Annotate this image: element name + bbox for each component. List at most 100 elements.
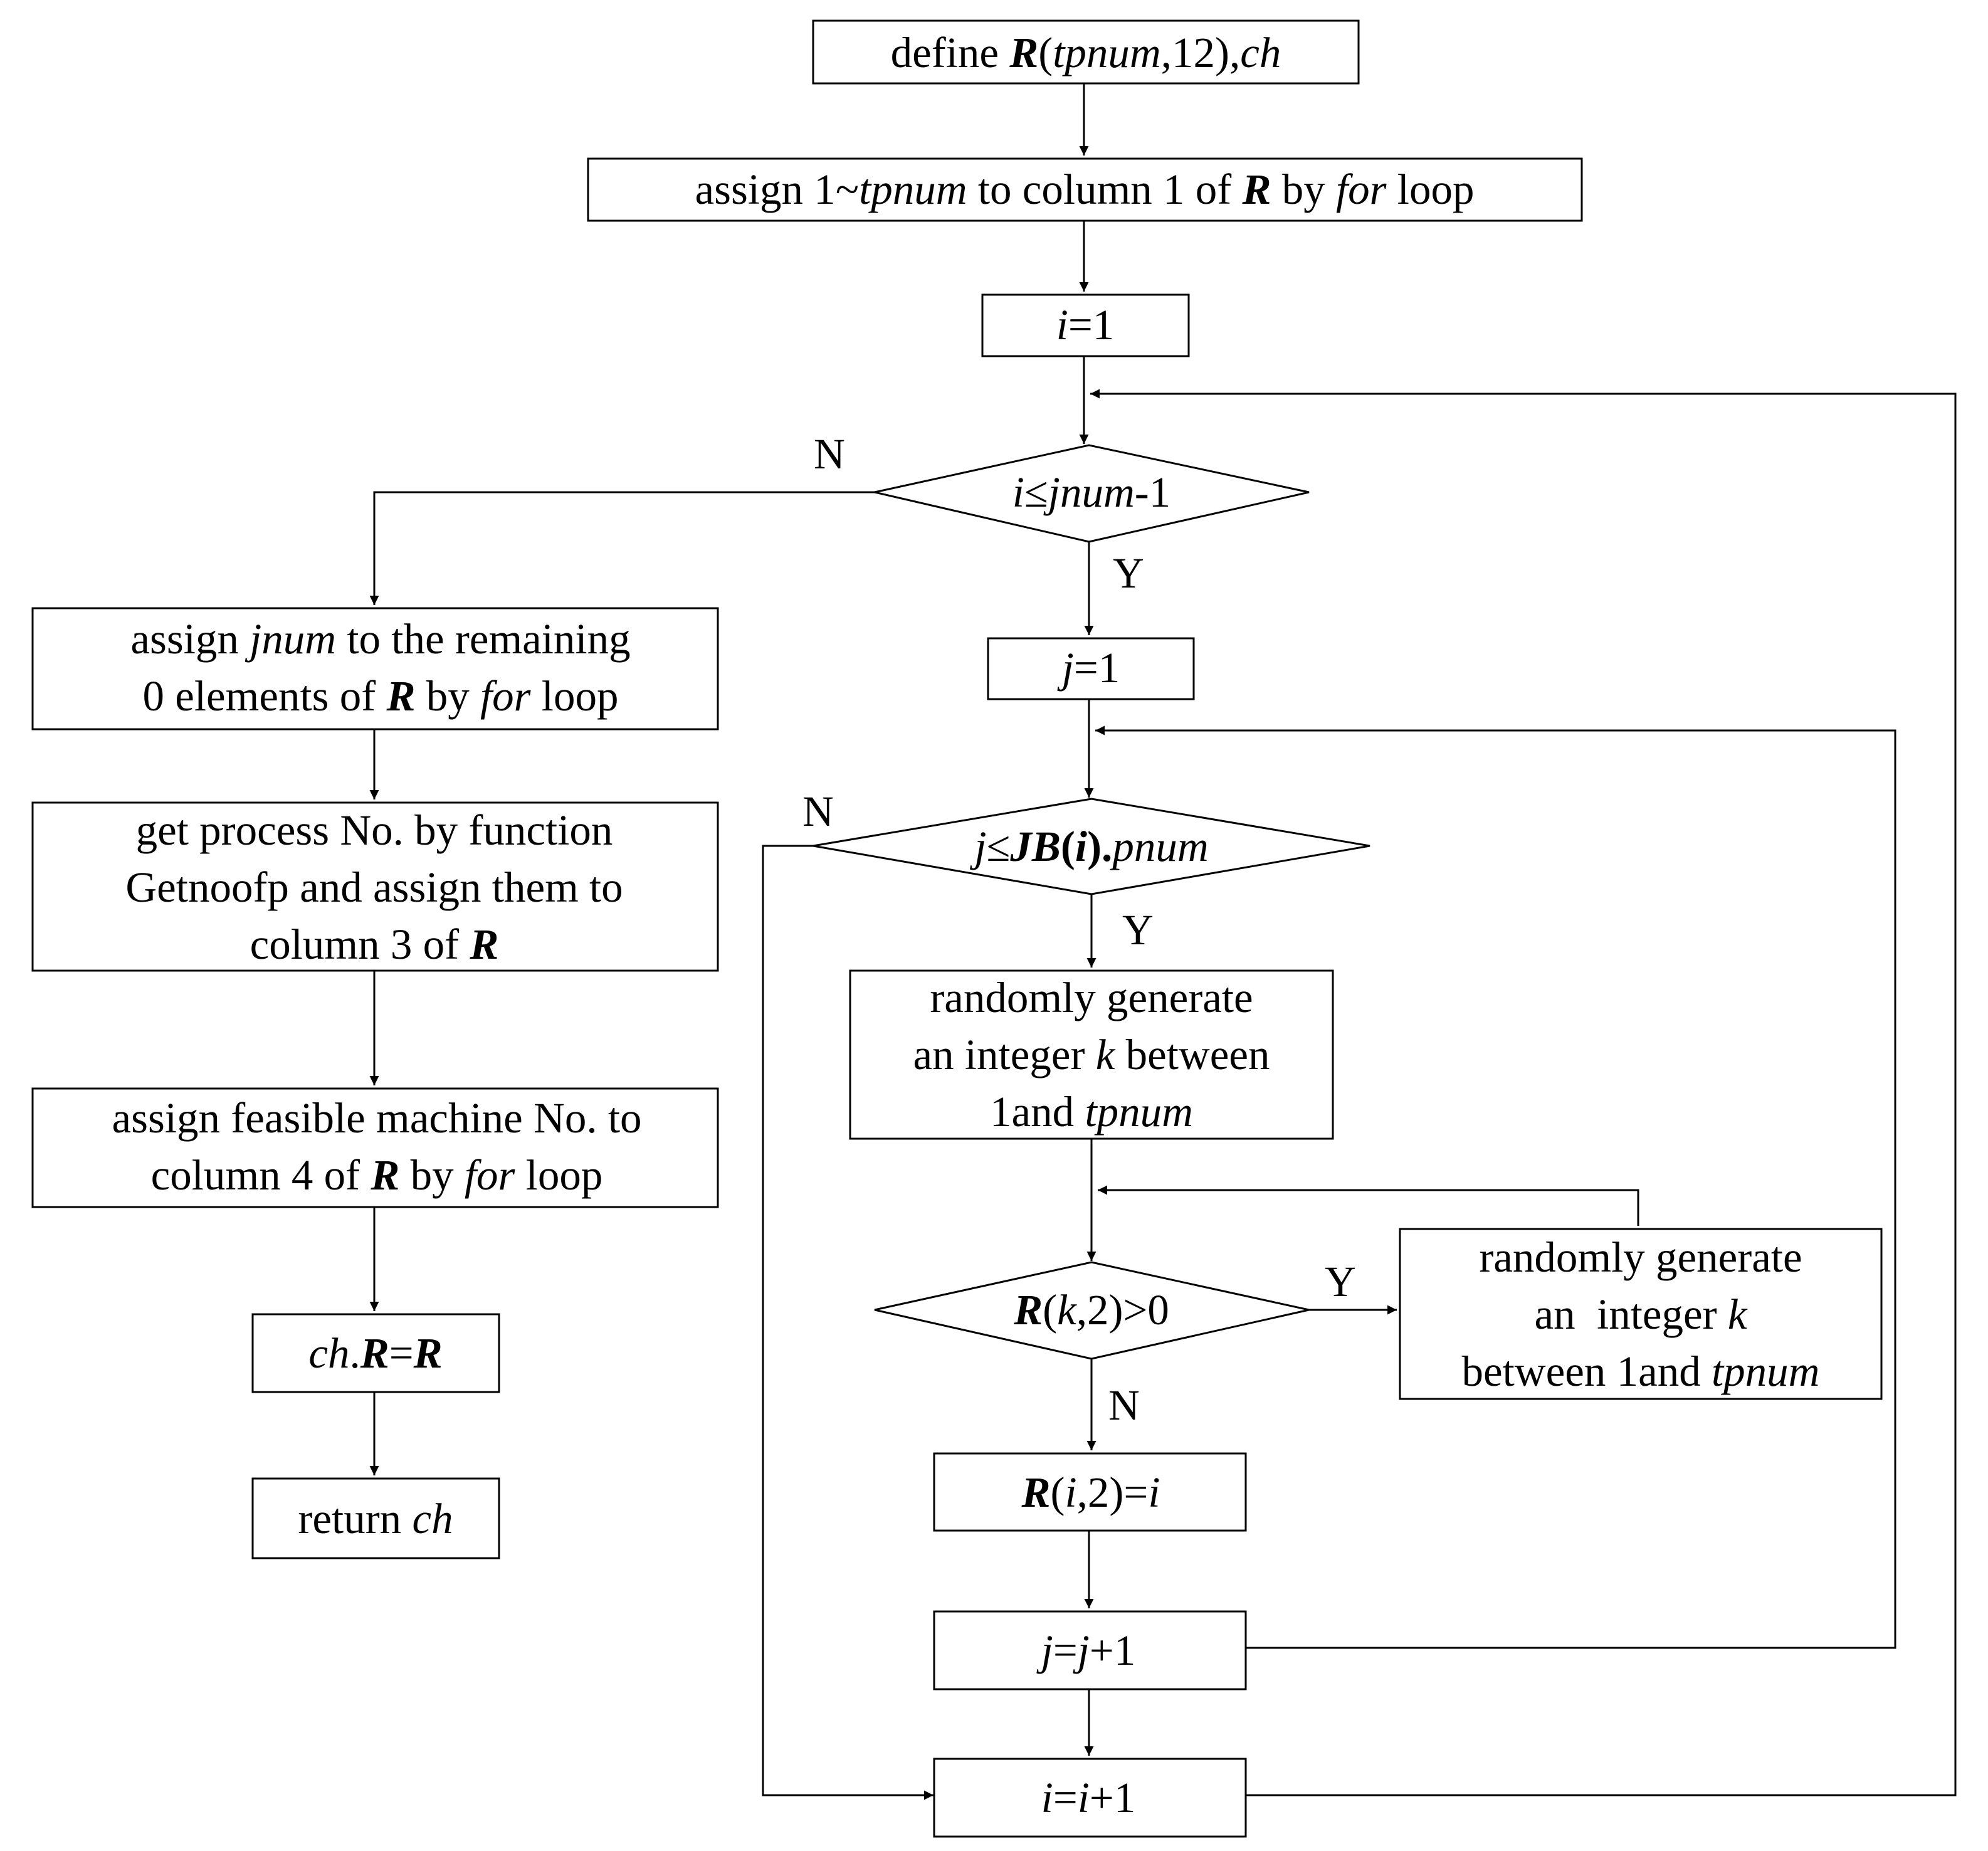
node-j-increment: j=j+1 (933, 1610, 1247, 1690)
text-line: randomly generate (1479, 1233, 1802, 1281)
node-j-init: j=1 (987, 637, 1195, 700)
text-run: +1 (1090, 1774, 1135, 1822)
node-generate-k2: randomly generate an integer k between 1an… (1399, 1228, 1883, 1400)
text-run: -1 (1135, 468, 1170, 516)
text-run: ). (1087, 823, 1112, 870)
text-run: to column 1 of (967, 166, 1243, 213)
text-run: between 1and (1461, 1347, 1712, 1395)
node-cond-i: i≤jnum-1 (874, 444, 1310, 543)
text-run: for (465, 1151, 516, 1199)
text-run: i (1056, 301, 1068, 349)
edges (369, 83, 1957, 1800)
text-run: R (1021, 1469, 1050, 1516)
text-run: get process No. by function (136, 806, 613, 854)
text-line: 1and tpnum (990, 1088, 1193, 1136)
text-run: tpnum (859, 166, 967, 213)
label-cond-i-yes: Y (1113, 549, 1144, 597)
text-run: ch (1240, 29, 1281, 76)
edge-gen-k2-loop-back (1098, 1185, 1639, 1226)
edge-labels: N Y N Y Y N (802, 430, 1356, 1429)
text-run: i (1075, 823, 1087, 870)
node-define-text: define R(tpnum,12),ch (891, 29, 1281, 76)
text-run: 0 elements of (143, 672, 387, 720)
text-run: return (298, 1495, 412, 1542)
text-line: between 1and tpnum (1461, 1347, 1819, 1395)
text-run: ch (308, 1329, 349, 1377)
text-run: an integer (913, 1031, 1096, 1078)
text-run: loop (1387, 166, 1475, 213)
text-run: jnum (1043, 468, 1135, 516)
text-run: define (891, 29, 1010, 76)
text-run: R (469, 920, 498, 968)
text-run: for (1336, 166, 1387, 213)
text-line: randomly generate (930, 974, 1253, 1021)
text-run: loop (515, 1151, 602, 1199)
node-i-increment-text: i=i+1 (1041, 1774, 1136, 1822)
node-assign-machine-text: assign feasible machine No. to column 4 o… (112, 1094, 641, 1199)
text-run: . (349, 1329, 360, 1377)
edge-j-inc-loop-back (1095, 725, 1896, 1649)
node-i-init-text: i=1 (1056, 301, 1115, 349)
text-run: = (389, 1329, 414, 1377)
text-run: k (1096, 1031, 1116, 1078)
node-j-increment-text: j=j+1 (1036, 1627, 1136, 1674)
node-assign-column1-text: assign 1~tpnum to column 1 of R by for l… (695, 166, 1475, 213)
text-run: an integer (1534, 1290, 1727, 1338)
node-assign-column1: assign 1~tpnum to column 1 of R by for l… (587, 157, 1583, 222)
text-line: 0 elements of R by for loop (143, 672, 619, 720)
text-run: Getnoofp and assign them to (125, 863, 623, 911)
text-run: = (1053, 1627, 1078, 1674)
text-run: = (1053, 1774, 1078, 1822)
text-run: JB (1009, 823, 1061, 870)
text-line: column 3 of R (250, 920, 499, 968)
text-run: R (1009, 29, 1038, 76)
node-R-assign-text: R(i,2)=i (1021, 1469, 1160, 1516)
text-run: k (1728, 1290, 1748, 1338)
text-run: ( (1038, 29, 1053, 76)
text-run: for (480, 672, 532, 720)
text-run: R (360, 1329, 389, 1377)
node-generate-k1-text: randomly generate an integer k between 1an… (913, 974, 1270, 1136)
text-run: by (1271, 166, 1337, 213)
node-cond-j: j≤JB(i).pnum (813, 798, 1370, 895)
text-run: randomly generate (1479, 1233, 1802, 1281)
text-run: R (413, 1329, 443, 1377)
text-run: i (1012, 468, 1024, 516)
text-run: 1and (990, 1088, 1085, 1136)
text-run: ( (1061, 823, 1075, 870)
text-run: ,2)= (1077, 1469, 1149, 1516)
node-assign-remaining: assign jnum to the remaining 0 elements o… (31, 607, 719, 730)
node-ch-R: ch.R=R (251, 1313, 500, 1393)
label-cond-i-no: N (814, 430, 845, 478)
text-run: ≤ (987, 823, 1011, 870)
node-generate-k1: randomly generate an integer k between 1an… (849, 969, 1334, 1140)
label-cond-j-yes: Y (1122, 906, 1154, 954)
text-line: Getnoofp and assign them to (125, 863, 623, 911)
node-assign-remaining-text: assign jnum to the remaining 0 elements o… (130, 615, 630, 720)
text-run: =1 (1068, 301, 1114, 349)
text-run: assign 1~ (695, 166, 860, 213)
text-run: i (1078, 1774, 1090, 1822)
text-run: pnum (1109, 823, 1208, 870)
text-run: between (1115, 1031, 1270, 1078)
text-run: by (416, 672, 481, 720)
text-run: ,12), (1161, 29, 1240, 76)
text-line: column 4 of R by for loop (151, 1151, 603, 1199)
text-run: assign (130, 615, 250, 663)
label-cond-R-no: N (1108, 1381, 1140, 1429)
text-run: tpnum (1085, 1088, 1193, 1136)
text-line: an integer k between (913, 1031, 1270, 1078)
node-cond-j-text: j≤JB(i).pnum (969, 823, 1208, 870)
text-run: ≤ (1024, 468, 1048, 516)
node-generate-k2-text: randomly generate an integer k between 1an… (1461, 1233, 1819, 1395)
text-line: assign jnum to the remaining (130, 615, 630, 663)
text-run: jnum (245, 615, 336, 663)
label-cond-R-yes: Y (1325, 1258, 1356, 1305)
text-run: assign feasible machine No. to (112, 1094, 641, 1142)
edge-i-inc-loop-back (1090, 389, 1957, 1796)
node-i-increment: i=i+1 (933, 1758, 1247, 1838)
node-cond-R-text: R(k,2)>0 (1013, 1286, 1169, 1334)
